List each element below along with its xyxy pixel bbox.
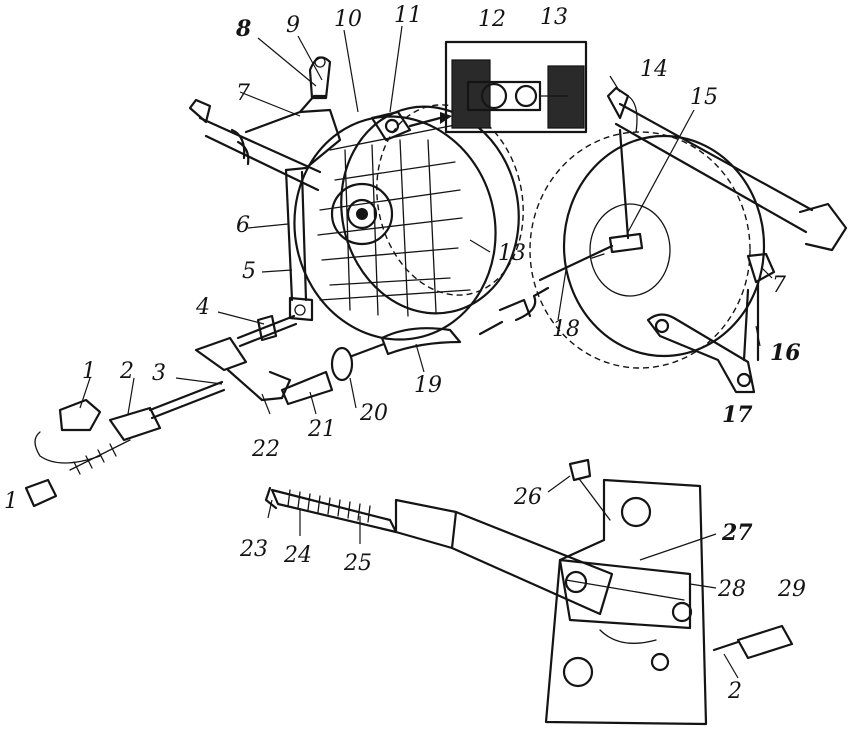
part-labels: 8 9 10 11 12 13 14 15 7 6 5 13 7 4 18 16… bbox=[4, 3, 806, 704]
label-4: 4 bbox=[195, 295, 210, 320]
handbrake-assembly bbox=[264, 458, 794, 726]
label-15: 15 bbox=[690, 85, 718, 110]
label-7-right: 7 bbox=[772, 273, 786, 298]
label-27: 27 bbox=[721, 520, 753, 546]
label-19: 19 bbox=[414, 373, 442, 398]
label-2-top: 2 bbox=[119, 359, 134, 384]
label-17: 17 bbox=[722, 402, 753, 428]
label-22: 22 bbox=[251, 437, 280, 462]
central-linkage bbox=[24, 286, 550, 508]
label-20: 20 bbox=[359, 401, 388, 426]
label-18: 18 bbox=[552, 317, 580, 342]
label-29: 29 bbox=[777, 577, 806, 602]
detail-inset bbox=[444, 40, 588, 134]
label-28: 28 bbox=[717, 577, 746, 602]
label-16: 16 bbox=[770, 340, 801, 366]
label-13-top: 13 bbox=[540, 5, 568, 30]
label-1-bottom: 1 bbox=[4, 489, 18, 514]
left-wheel-assembly bbox=[188, 56, 524, 341]
label-14: 14 bbox=[640, 57, 668, 82]
label-9: 9 bbox=[286, 13, 300, 38]
label-2-bottom: 2 bbox=[727, 679, 742, 704]
label-5: 5 bbox=[242, 259, 256, 284]
label-3: 3 bbox=[152, 361, 166, 386]
label-26: 26 bbox=[513, 485, 542, 510]
label-25: 25 bbox=[343, 551, 372, 576]
label-1: 1 bbox=[82, 359, 96, 384]
right-wheel-assembly bbox=[529, 86, 848, 394]
leader-lines bbox=[79, 25, 773, 679]
label-13-drum: 13 bbox=[498, 241, 526, 266]
label-10: 10 bbox=[334, 7, 362, 32]
label-7-left: 7 bbox=[236, 81, 250, 106]
label-12: 12 bbox=[478, 7, 506, 32]
label-23: 23 bbox=[239, 537, 268, 562]
label-24: 24 bbox=[283, 543, 312, 568]
label-6: 6 bbox=[236, 213, 250, 238]
label-8: 8 bbox=[235, 16, 251, 42]
label-11: 11 bbox=[394, 3, 422, 28]
label-21: 21 bbox=[307, 417, 336, 442]
